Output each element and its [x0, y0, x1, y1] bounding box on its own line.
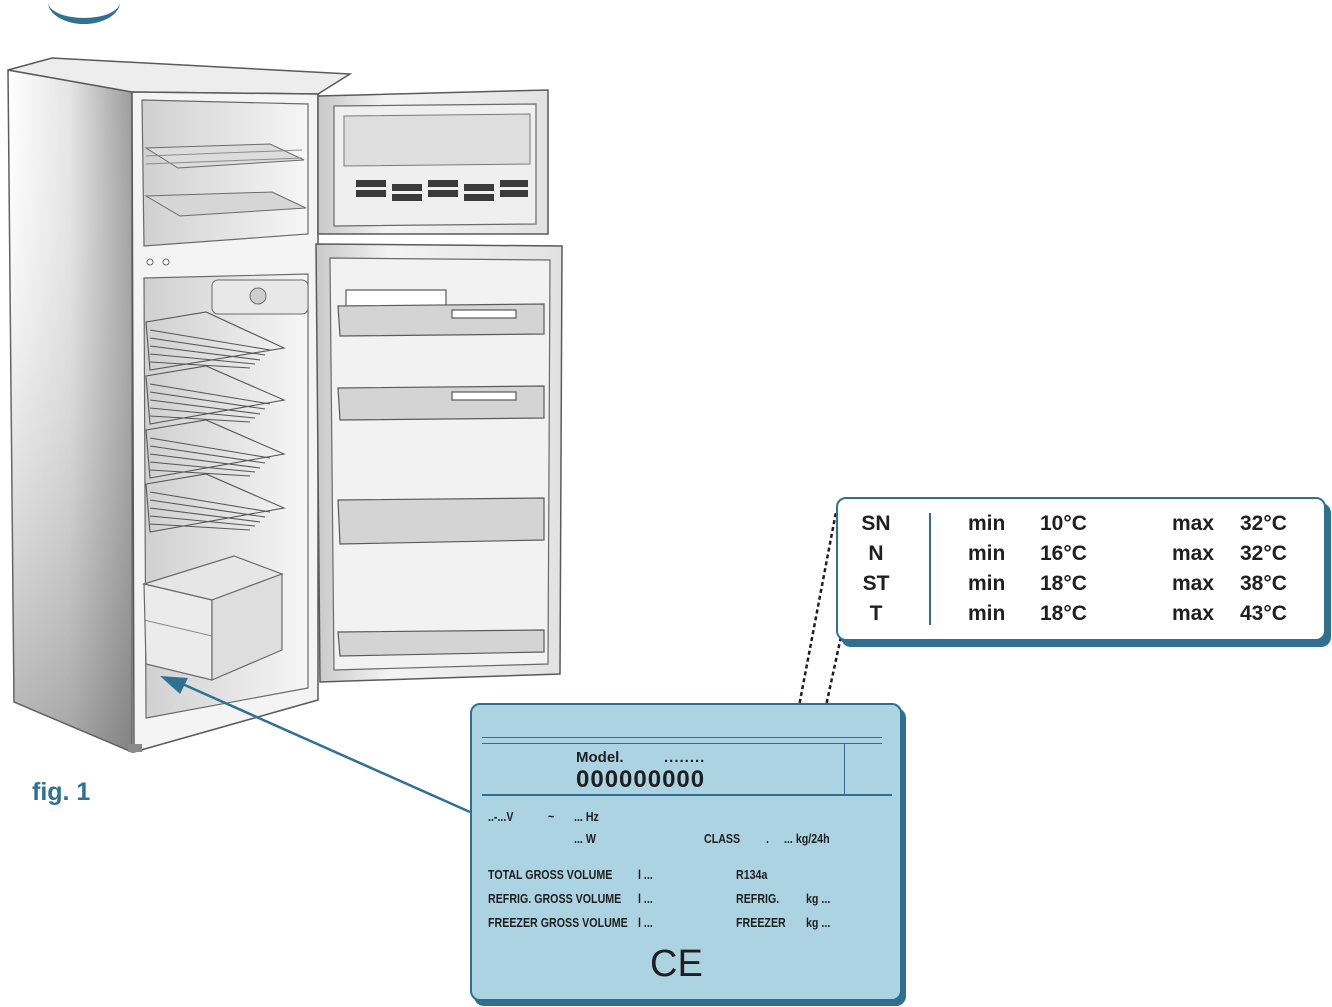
class-label: CLASS — [704, 831, 741, 846]
min-label: min — [968, 602, 1006, 625]
climate-row-n: N min 16°C max 32°C — [838, 542, 1324, 572]
climate-class: ST — [862, 572, 890, 595]
max-label: max — [1172, 602, 1215, 625]
refrig-gross-volume-label: REFRIG. GROSS VOLUME — [488, 891, 622, 906]
crisper-drawer — [141, 555, 284, 681]
plate-rule — [482, 794, 892, 796]
class-dot: . — [766, 831, 769, 846]
min-temperature: 18°C — [1040, 572, 1087, 595]
cabinet-foot — [128, 744, 142, 752]
max-temperature: 38°C — [1240, 572, 1287, 595]
model-dots: ........ — [664, 749, 706, 766]
ce-mark: CE — [650, 943, 703, 985]
max-temperature: 32°C — [1240, 542, 1287, 565]
cabinet-side — [7, 69, 133, 754]
refrigerant-type: R134a — [736, 867, 768, 882]
min-temperature: 18°C — [1040, 602, 1087, 625]
climate-row-st: ST min 18°C max 38°C — [838, 572, 1324, 602]
model-number: 000000000 — [576, 766, 706, 793]
plate-rule — [482, 737, 882, 738]
climate-row-t: T min 18°C max 43°C — [838, 602, 1324, 632]
min-label: min — [968, 512, 1006, 535]
refrig-gross-volume-value: l ... — [638, 891, 653, 906]
min-temperature: 10°C — [1040, 512, 1087, 535]
max-label: max — [1172, 542, 1215, 565]
plate-rule — [844, 743, 845, 794]
max-label: max — [1172, 512, 1215, 535]
climate-row-sn: SN min 10°C max 32°C — [838, 512, 1324, 542]
freezer-gross-volume-label: FREEZER GROSS VOLUME — [488, 915, 628, 930]
min-label: min — [968, 542, 1006, 565]
freezer-compartment — [141, 99, 309, 247]
freezer-gross-volume-value: l ... — [638, 915, 653, 930]
table-divider — [929, 513, 931, 625]
min-label: min — [968, 572, 1006, 595]
climate-class-table: SN min 10°C max 32°C N min 16°C max 32°C… — [836, 497, 1326, 641]
frequency-field: ... Hz — [574, 809, 599, 824]
refrig-charge-label: REFRIG. — [736, 891, 780, 906]
figure-label: fig. 1 — [32, 778, 91, 806]
power-field: ... W — [574, 831, 596, 846]
freezer-door — [317, 89, 549, 235]
max-temperature: 32°C — [1240, 512, 1287, 535]
max-label: max — [1172, 572, 1215, 595]
cabinet-top — [7, 57, 353, 95]
refrig-charge-value: kg ... — [806, 891, 831, 906]
total-gross-volume-label: TOTAL GROSS VOLUME — [488, 867, 613, 882]
climate-class: T — [869, 602, 883, 625]
model-label: Model. — [576, 749, 624, 766]
climate-class: N — [868, 542, 884, 565]
plate-rule — [482, 743, 882, 744]
total-gross-volume-value: l ... — [638, 867, 653, 882]
min-temperature: 16°C — [1040, 542, 1087, 565]
freezing-capacity-field: ... kg/24h — [784, 831, 830, 846]
freezer-charge-value: kg ... — [806, 915, 831, 930]
leader-arrow — [160, 676, 471, 814]
climate-class: SN — [861, 512, 891, 535]
rating-plate: Model. ........ 000000000 ..-...V ~ ... … — [470, 703, 902, 1001]
freezer-charge-label: FREEZER — [736, 915, 786, 930]
voltage-field: ..-...V — [488, 809, 514, 824]
wire-shelves — [145, 311, 286, 533]
max-temperature: 43°C — [1240, 602, 1287, 625]
fridge-door — [315, 243, 563, 683]
tilde-symbol: ~ — [548, 809, 555, 824]
brand-badge-fragment — [48, 0, 120, 24]
door-balconies — [337, 289, 545, 657]
